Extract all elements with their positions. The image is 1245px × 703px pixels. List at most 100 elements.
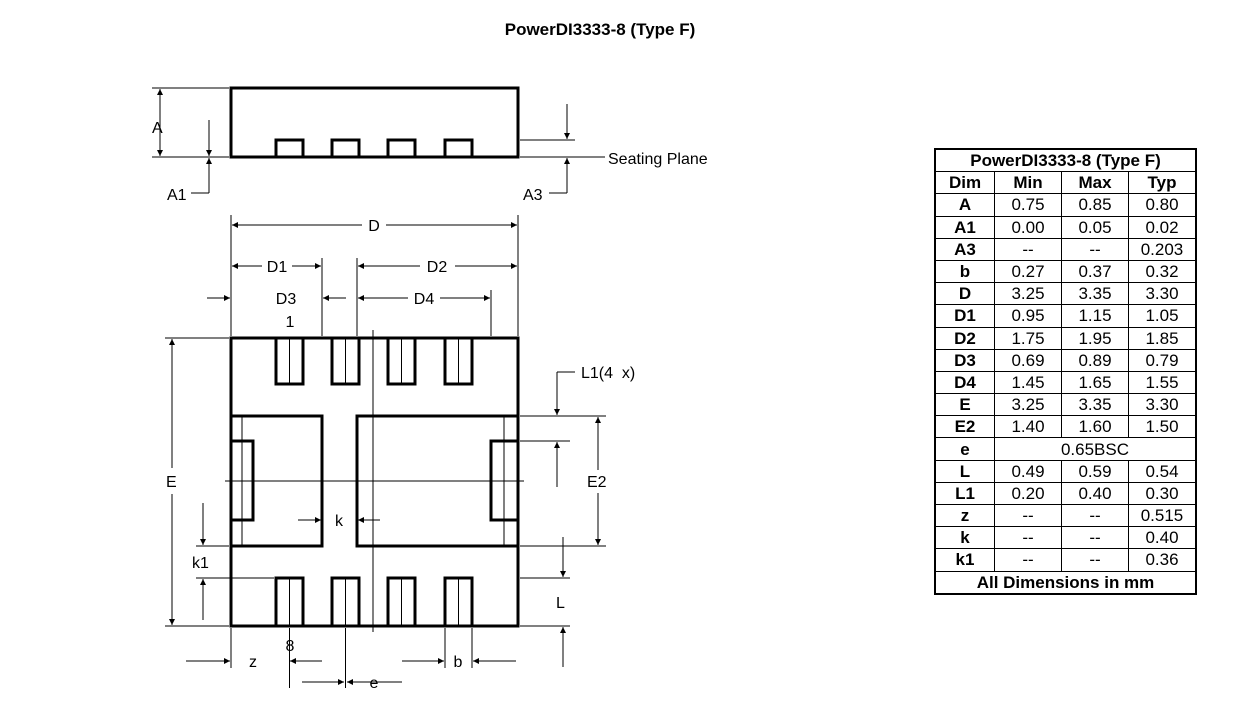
dim-value-cell: 3.25 xyxy=(994,282,1062,306)
label-D: D xyxy=(368,218,380,235)
label-k: k xyxy=(335,513,344,530)
side-body xyxy=(229,86,520,159)
dim-value-cell: 1.50 xyxy=(1128,415,1197,439)
dim-name-cell: E2 xyxy=(934,415,995,439)
dim-value-cell: 0.54 xyxy=(1128,459,1197,483)
bottom-view xyxy=(165,215,606,688)
label-z: z xyxy=(249,654,257,671)
side-lead xyxy=(443,138,474,159)
table-row: z----0.515 xyxy=(934,503,1197,528)
dim-name-cell: A xyxy=(934,193,995,217)
label-e: e xyxy=(370,675,379,692)
dim-value-cell: 1.65 xyxy=(1061,370,1129,395)
dim-value-cell: 0.02 xyxy=(1128,215,1197,239)
dim-value-cell: 1.60 xyxy=(1061,415,1129,439)
dim-value-cell: -- xyxy=(994,526,1062,550)
label-A1: A1 xyxy=(167,187,187,204)
label-A3: A3 xyxy=(523,187,543,204)
label-E2: E2 xyxy=(587,474,607,491)
label-D3: D3 xyxy=(276,291,297,308)
dim-name-cell: D1 xyxy=(934,304,995,328)
table-footer: All Dimensions in mm xyxy=(934,570,1197,595)
dim-value-cell: 0.515 xyxy=(1128,503,1197,528)
dim-value-cell: -- xyxy=(1061,503,1129,528)
dim-value-cell: 0.32 xyxy=(1128,259,1197,284)
dim-value-cell: -- xyxy=(1061,548,1129,572)
table-header-cell: Typ xyxy=(1128,171,1197,195)
dim-value-cell: 0.65BSC xyxy=(994,437,1197,461)
label-pin1: 1 xyxy=(286,314,295,331)
dim-value-cell: -- xyxy=(994,548,1062,572)
side-lead xyxy=(330,138,361,159)
dim-value-cell: 1.05 xyxy=(1128,304,1197,328)
dim-value-cell: 0.27 xyxy=(994,259,1062,284)
side-lead xyxy=(274,138,305,159)
dim-value-cell: 1.45 xyxy=(994,370,1062,395)
dim-value-cell: 3.30 xyxy=(1128,393,1197,417)
dim-value-cell: 0.89 xyxy=(1061,348,1129,372)
table-footer-row: All Dimensions in mm xyxy=(934,570,1197,595)
label-E: E xyxy=(166,474,177,491)
dim-value-cell: 1.40 xyxy=(994,415,1062,439)
dim-value-cell: 1.75 xyxy=(994,326,1062,350)
dim-name-cell: D2 xyxy=(934,326,995,350)
label-L1: L1(4 x) xyxy=(581,365,635,382)
page-title: PowerDI3333-8 (Type F) xyxy=(504,20,696,39)
dim-value-cell: -- xyxy=(994,503,1062,528)
dim-name-cell: L1 xyxy=(934,481,995,506)
dim-value-cell: 0.95 xyxy=(994,304,1062,328)
dim-value-cell: 0.36 xyxy=(1128,548,1197,572)
package-drawing: A A1 A3 Seating Plane D D1 D2 D3 D4 1 L1… xyxy=(152,86,708,692)
table-header-cell: Dim xyxy=(934,171,995,195)
dim-value-cell: 0.37 xyxy=(1061,259,1129,284)
label-L: L xyxy=(556,595,565,612)
label-D4: D4 xyxy=(414,291,435,308)
table-row: A3----0.203 xyxy=(934,237,1197,261)
dim-name-cell: D xyxy=(934,282,995,306)
label-A: A xyxy=(152,120,163,137)
dim-name-cell: z xyxy=(934,503,995,528)
dim-name-cell: L xyxy=(934,459,995,483)
dim-value-cell: -- xyxy=(1061,237,1129,261)
table-header-cell: Max xyxy=(1061,171,1129,195)
table-title: PowerDI3333-8 (Type F) xyxy=(934,148,1197,173)
label-k1: k1 xyxy=(192,555,209,572)
dim-value-cell: 0.69 xyxy=(994,348,1062,372)
table-row: k1----0.36 xyxy=(934,548,1197,572)
dim-value-cell: 1.15 xyxy=(1061,304,1129,328)
dim-name-cell: D4 xyxy=(934,370,995,395)
dim-value-cell: 0.40 xyxy=(1061,481,1129,506)
dim-name-cell: b xyxy=(934,259,995,284)
dim-value-cell: 0.80 xyxy=(1128,193,1197,217)
dim-name-cell: D3 xyxy=(934,348,995,372)
dim-name-cell: k1 xyxy=(934,548,995,572)
package-outline xyxy=(229,336,520,628)
label-pin8: 8 xyxy=(286,638,295,655)
dim-name-cell: k xyxy=(934,526,995,550)
label-b: b xyxy=(454,654,463,671)
side-lead xyxy=(386,138,417,159)
label-D1: D1 xyxy=(267,259,288,276)
dim-value-cell: 0.85 xyxy=(1061,193,1129,217)
dim-name-cell: e xyxy=(934,437,995,461)
dim-value-cell: -- xyxy=(994,237,1062,261)
dim-value-cell: 0.49 xyxy=(994,459,1062,483)
dim-value-cell: 1.95 xyxy=(1061,326,1129,350)
dim-value-cell: 0.20 xyxy=(994,481,1062,506)
label-seating-plane: Seating Plane xyxy=(608,151,708,168)
dim-value-cell: 0.40 xyxy=(1128,526,1197,550)
